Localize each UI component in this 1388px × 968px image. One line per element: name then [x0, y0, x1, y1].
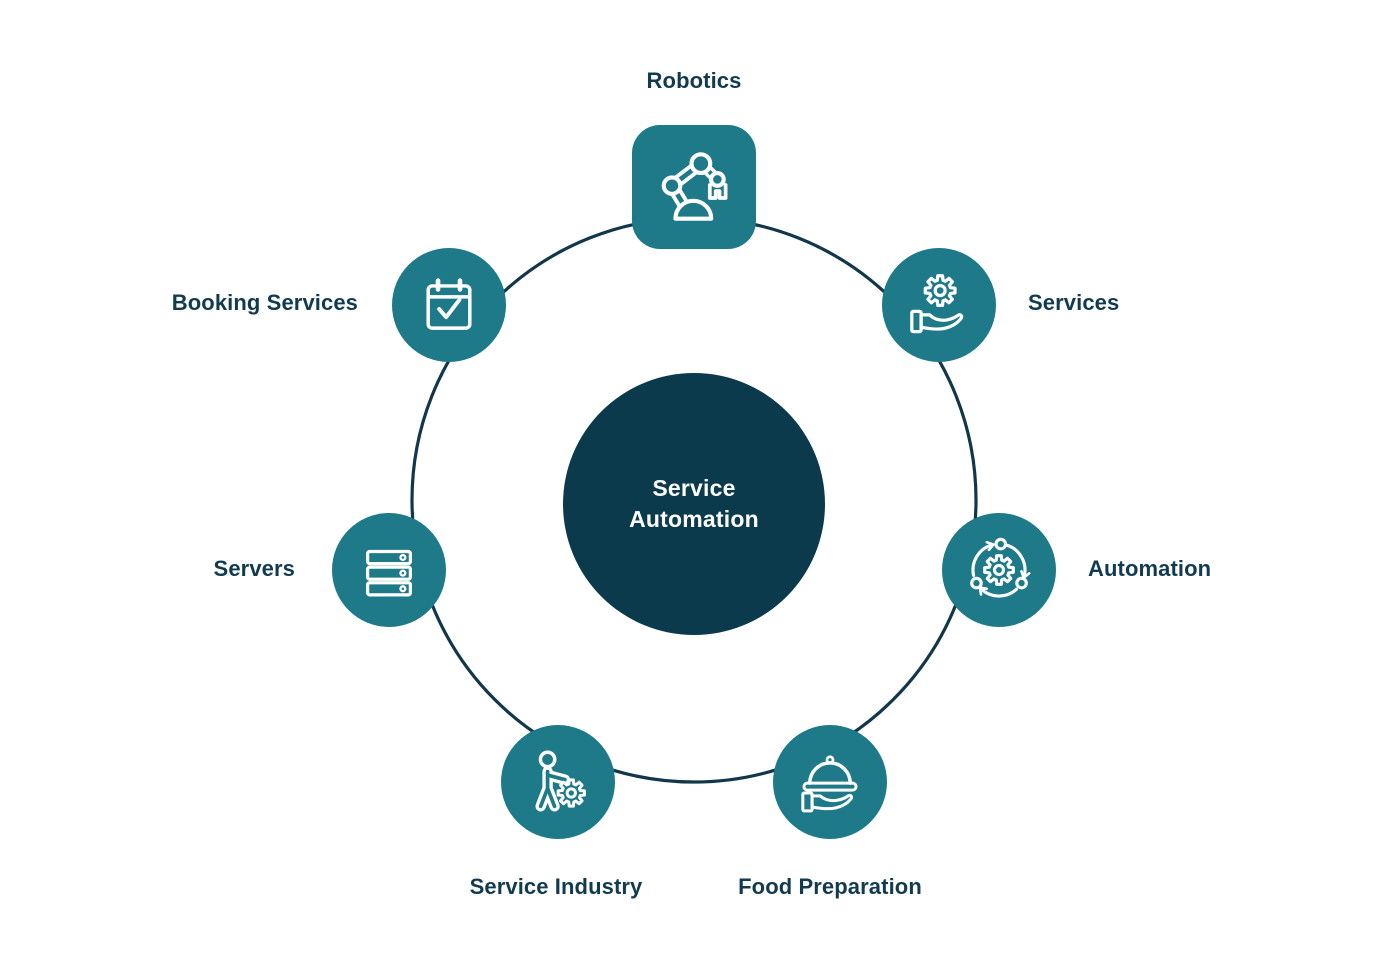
node-label-automation: Automation — [1088, 556, 1212, 581]
center-hub: Service Automation — [563, 373, 825, 635]
node-robotics — [632, 125, 756, 249]
node-label-robotics: Robotics — [646, 68, 742, 93]
hand-gear-icon — [910, 274, 964, 334]
server-stack-icon — [365, 549, 413, 597]
node-label-food-preparation: Food Preparation — [738, 874, 922, 899]
center-hub-line2: Automation — [629, 506, 759, 532]
calendar-check-icon — [426, 278, 472, 330]
center-hub-line1: Service — [652, 475, 736, 501]
node-label-service-industry: Service Industry — [469, 874, 643, 899]
gear-cycle-icon — [970, 537, 1036, 598]
node-label-servers: Servers — [213, 556, 295, 581]
node-services — [882, 248, 996, 362]
hand-cloche-icon — [801, 755, 858, 813]
node-label-services: Services — [1028, 290, 1120, 315]
node-food-preparation — [773, 725, 887, 839]
person-gear-icon — [535, 750, 586, 812]
node-servers — [332, 513, 446, 627]
node-booking-services — [392, 248, 506, 362]
node-label-booking-services: Booking Services — [171, 290, 358, 315]
robot-arm-icon — [661, 152, 728, 221]
node-service-industry — [501, 725, 615, 839]
node-automation — [942, 513, 1056, 627]
